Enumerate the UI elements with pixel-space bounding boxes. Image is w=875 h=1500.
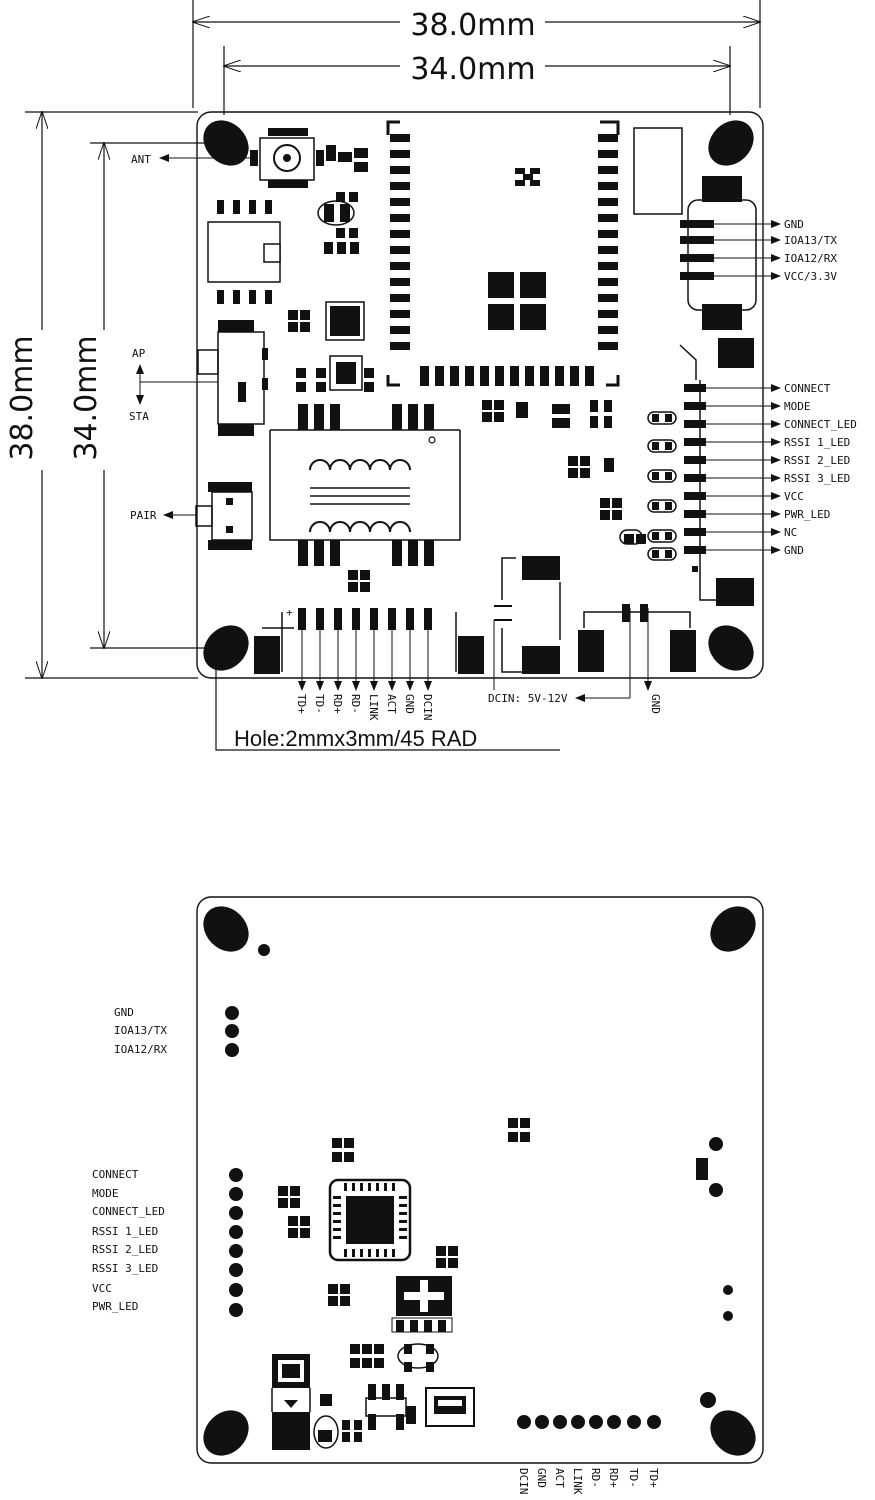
bottom-rect-component (425, 1387, 475, 1427)
io-header (679, 338, 754, 606)
dc-input (494, 556, 696, 674)
regulator-ic (207, 200, 281, 304)
io-pin-label: VCC (784, 490, 804, 503)
ethernet-transformer (269, 404, 461, 566)
bottom-view: GND IOA13/TX IOA12/RX CONNECT MODE CONNE… (92, 896, 764, 1495)
io-pin-label: RSSI 2_LED (784, 454, 850, 467)
board-outline-top (196, 111, 764, 679)
uart-header (633, 127, 757, 330)
uart-pin-lines (714, 220, 781, 280)
rj45-pin-label: GND (403, 694, 416, 714)
rj45-pin-label: TD+ (295, 694, 308, 714)
bottom-rj45-dots (517, 1415, 661, 1429)
bottom-uart-dots (225, 1006, 239, 1057)
top-view: 38.0mm 34.0mm 38.0mm 34.0mm (5, 0, 857, 751)
rj45-pin-label: DCIN (421, 694, 434, 721)
dc-input-lines (493, 608, 652, 702)
bottom-rj45-label: LINK (571, 1468, 584, 1495)
bottom-passives (278, 1118, 530, 1442)
dim-inner-width: 34.0mm (410, 52, 535, 87)
antenna-passives (324, 145, 368, 254)
regulator-passives (288, 306, 360, 336)
ap-label: AP (132, 347, 146, 360)
antenna-connector (250, 128, 324, 188)
bottom-uart-label: IOA12/RX (114, 1043, 167, 1056)
bottom-io-label: RSSI 1_LED (92, 1225, 158, 1238)
crystal-outline (317, 200, 355, 226)
dim-outer-height: 38.0mm (5, 335, 40, 460)
bottom-right-dots (696, 1137, 733, 1408)
gnd-label: GND (649, 694, 662, 714)
io-pin-lines (706, 384, 781, 554)
dcin-label: DCIN: 5V-12V (488, 692, 568, 705)
bottom-io-label: CONNECT (92, 1168, 139, 1181)
sta-label: STA (129, 410, 149, 423)
bottom-rj45-label: GND (535, 1468, 548, 1488)
rj45-connector: + (254, 606, 484, 691)
led-pads (619, 411, 677, 561)
bottom-rj45-label: TD- (627, 1468, 640, 1488)
bottom-rj45-label: DCIN (517, 1468, 530, 1495)
bottom-io-dots (229, 1168, 243, 1317)
io-pin-label: PWR_LED (784, 508, 830, 521)
ap-sta-switch (197, 320, 268, 436)
uart-pin-label: VCC/3.3V (784, 270, 837, 283)
board-outline-bottom (196, 896, 764, 1464)
uart-pin-label: IOA13/TX (784, 234, 837, 247)
io-pin-label: GND (784, 544, 804, 557)
io-pin-label: NC (784, 526, 797, 539)
bottom-io-label: PWR_LED (92, 1300, 138, 1313)
wifi-module (386, 120, 620, 387)
bottom-uart-label: IOA13/TX (114, 1024, 167, 1037)
bottom-io-label: RSSI 2_LED (92, 1243, 158, 1256)
mid-passives (296, 362, 374, 392)
bottom-capacitor (271, 1354, 339, 1450)
bottom-cross-component (391, 1276, 453, 1333)
pair-button (195, 482, 253, 550)
bottom-io-label: MODE (92, 1187, 119, 1200)
bottom-rj45-label: ACT (553, 1468, 566, 1488)
lower-passives (348, 400, 646, 592)
dim-outer-width: 38.0mm (410, 8, 535, 43)
dimension-width (193, 0, 760, 115)
io-pin-label: RSSI 3_LED (784, 472, 850, 485)
dimension-height (25, 112, 225, 678)
bottom-rj45-label: TD+ (647, 1468, 660, 1488)
pair-label: PAIR (130, 509, 157, 522)
bottom-rj45-label: RD- (589, 1468, 602, 1488)
io-pin-label: MODE (784, 400, 811, 413)
bottom-io-label: CONNECT_LED (92, 1205, 165, 1218)
rj45-pin-label: RD+ (331, 694, 344, 714)
io-pin-label: CONNECT_LED (784, 418, 857, 431)
ap-sta-arrows (136, 364, 218, 405)
bottom-qfn-chip (328, 1178, 412, 1262)
bottom-mounting-holes (203, 906, 756, 1456)
rj45-pin-label: TD- (313, 694, 326, 714)
rj45-pin-label: LINK (367, 694, 380, 721)
dim-inner-height: 34.0mm (69, 335, 104, 460)
io-pin-label: CONNECT (784, 382, 831, 395)
ant-label: ANT (131, 153, 151, 166)
bottom-rj45-label: RD+ (607, 1468, 620, 1488)
bottom-uart-label: GND (114, 1006, 134, 1019)
svg-text:+: + (286, 606, 293, 619)
hole-note: Hole:2mmx3mm/45 RAD (234, 726, 477, 751)
rj45-pin-label: RD- (349, 694, 362, 714)
bottom-io-label: VCC (92, 1282, 112, 1295)
uart-pin-label: GND (784, 218, 804, 231)
mounting-holes (203, 120, 754, 671)
bottom-io-label: RSSI 3_LED (92, 1262, 158, 1275)
io-pin-label: RSSI 1_LED (784, 436, 850, 449)
rj45-pin-label: ACT (385, 694, 398, 714)
hole-leader (215, 668, 560, 751)
uart-pin-label: IOA12/RX (784, 252, 837, 265)
